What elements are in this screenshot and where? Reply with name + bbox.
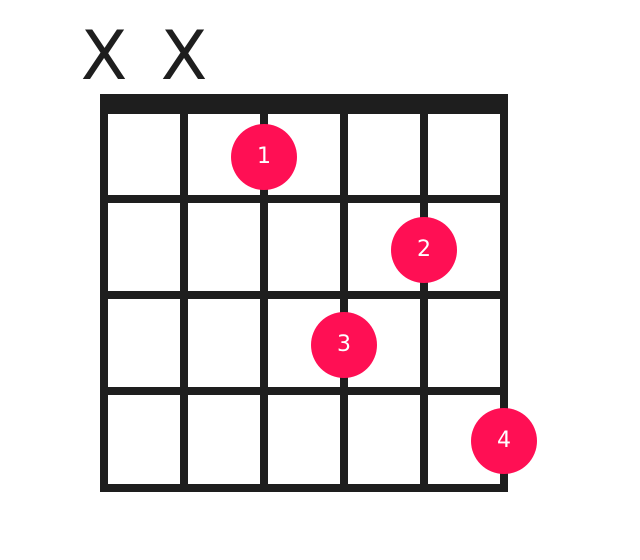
muted-string-marker: X <box>80 17 128 96</box>
finger-dot: 1 <box>231 124 297 190</box>
finger-dot: 2 <box>391 217 457 283</box>
fret-line-2 <box>100 291 508 299</box>
finger-dot: 4 <box>471 408 537 474</box>
finger-dot: 3 <box>311 312 377 378</box>
muted-string-marker: X <box>160 17 208 96</box>
fret-line-4 <box>100 484 508 492</box>
fret-line-3 <box>100 387 508 395</box>
nut <box>100 94 508 114</box>
fret-line-1 <box>100 195 508 203</box>
